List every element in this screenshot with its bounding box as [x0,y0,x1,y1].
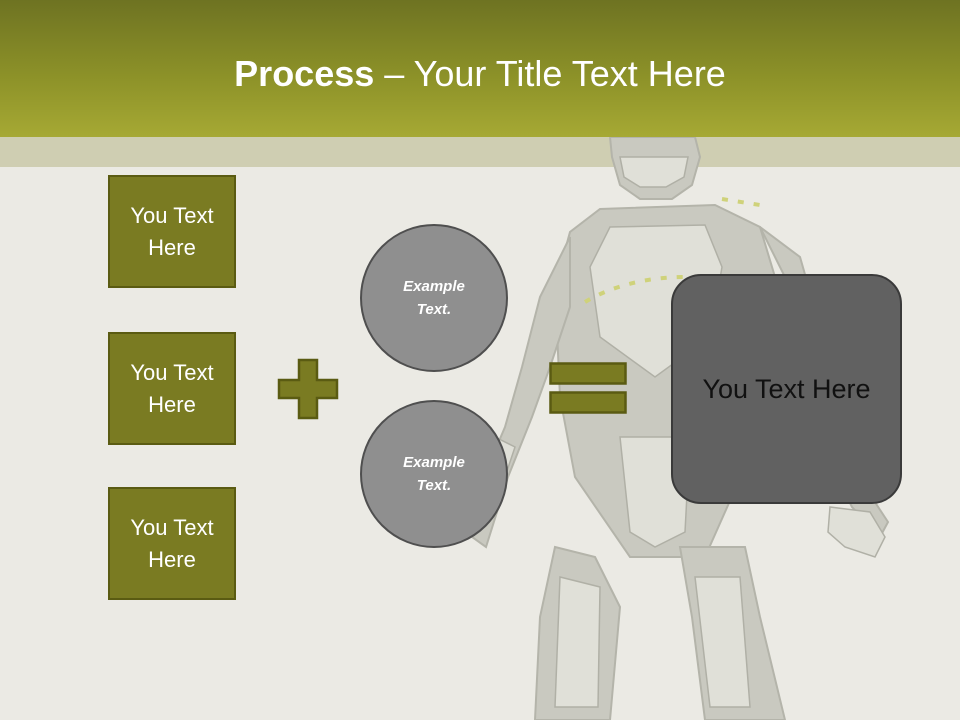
title-rest: – Your Title Text Here [374,53,726,94]
result-box-label: You Text Here [702,373,871,404]
input-box-1: You Text Here [108,175,236,288]
input-box-1-label: You Text Here [130,202,214,260]
example-circle-2-label: Example Text. [403,454,465,494]
slide-title: Process – Your Title Text Here [0,52,960,96]
header-subband [0,137,960,167]
result-box: You Text Here [671,274,902,504]
input-box-2-label: You Text Here [130,359,214,417]
header-band [0,0,960,137]
example-circle-2: Example Text. [360,400,508,548]
example-circle-1-label: Example Text. [403,278,465,318]
input-box-3-label: You Text Here [130,514,214,572]
plus-icon [277,358,339,420]
input-box-2: You Text Here [108,332,236,445]
example-circle-1: Example Text. [360,224,508,372]
input-box-3: You Text Here [108,487,236,600]
title-bold: Process [234,53,375,94]
equals-icon [549,362,627,414]
